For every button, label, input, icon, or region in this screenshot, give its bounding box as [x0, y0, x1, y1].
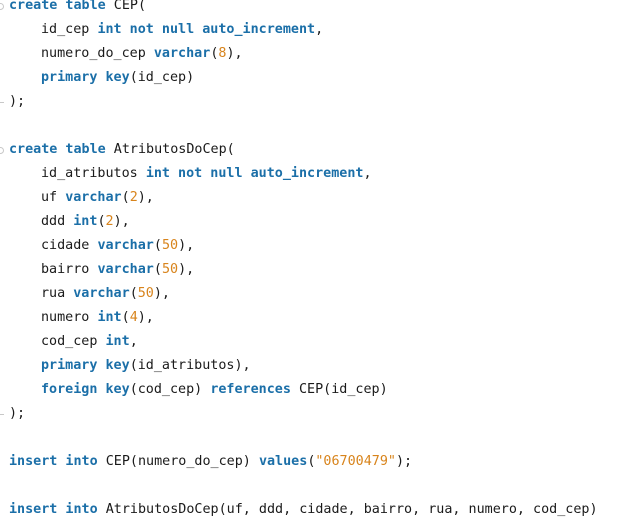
code-line[interactable]: bairro varchar(50), [0, 258, 633, 282]
code-text: ), [137, 190, 154, 205]
code-line[interactable]: insert into CEP(numero_do_cep) values("0… [0, 450, 633, 474]
code-text: ), [226, 46, 243, 61]
sql-keyword: varchar [73, 286, 130, 301]
code-line[interactable]: foreign key(cod_cep) references CEP(id_c… [0, 378, 633, 402]
sql-keyword: create table [9, 142, 106, 157]
code-text: CEP( [105, 0, 147, 13]
sql-keyword: foreign key [41, 382, 130, 397]
sql-keyword: int not null auto_increment [145, 166, 364, 181]
code-text: ( [153, 262, 162, 277]
code-text: CEP(numero_do_cep) [97, 454, 259, 469]
code-line[interactable]: rua varchar(50), [0, 282, 633, 306]
code-text: ( [153, 238, 162, 253]
code-text: bairro [41, 262, 98, 277]
code-text: ), [113, 214, 130, 229]
code-text: (id_atributos), [129, 358, 251, 373]
code-text: AtributosDoCep( [105, 142, 235, 157]
number-literal: 50 [137, 286, 154, 301]
code-line[interactable]: insert into AtributosDoCep(uf, ddd, cida… [0, 498, 633, 522]
code-text: , [315, 22, 324, 37]
code-line[interactable]: ); [0, 90, 633, 114]
sql-keyword: references [210, 382, 291, 397]
code-line[interactable]: primary key(id_atributos), [0, 354, 633, 378]
fold-end-marker-icon [0, 90, 6, 114]
sql-keyword: insert into [9, 502, 98, 517]
code-text: ( [210, 46, 219, 61]
fold-toggle-icon[interactable] [0, 0, 6, 18]
code-text: ( [121, 310, 130, 325]
number-literal: 50 [161, 238, 179, 253]
sql-keyword: int [97, 310, 122, 325]
blank-line[interactable]: ​ [0, 114, 633, 138]
code-text: id_atributos [41, 166, 146, 181]
code-line[interactable]: numero int(4), [0, 306, 633, 330]
string-literal: "06700479" [315, 454, 396, 469]
code-text: numero [41, 310, 98, 325]
code-text: rua [41, 286, 74, 301]
code-text: AtributosDoCep(uf, ddd, cidade, bairro, … [97, 502, 598, 517]
number-literal: 50 [161, 262, 179, 277]
code-text: id_cep [41, 22, 98, 37]
number-literal: 4 [129, 310, 138, 325]
number-literal: 2 [129, 190, 138, 205]
sql-keyword: insert into [9, 454, 98, 469]
code-line[interactable]: create table CEP( [0, 0, 633, 18]
sql-keyword: varchar [97, 262, 154, 277]
code-text: , [129, 334, 138, 349]
code-line[interactable]: id_cep int not null auto_increment, [0, 18, 633, 42]
sql-keyword: create table [9, 0, 106, 13]
code-line[interactable]: primary key(id_cep) [0, 66, 633, 90]
code-text: ); [9, 406, 26, 421]
code-line[interactable]: uf varchar(2), [0, 186, 633, 210]
code-text: ), [178, 262, 195, 277]
code-text: ); [9, 94, 26, 109]
code-line[interactable]: numero_do_cep varchar(8), [0, 42, 633, 66]
code-text: ddd [41, 214, 74, 229]
code-line[interactable]: create table AtributosDoCep( [0, 138, 633, 162]
number-literal: 2 [105, 214, 114, 229]
code-text: ), [137, 310, 154, 325]
sql-keyword: int not null auto_increment [97, 22, 316, 37]
code-text: ( [97, 214, 106, 229]
code-text: ), [153, 286, 170, 301]
code-text: ( [307, 454, 316, 469]
number-literal: 8 [218, 46, 227, 61]
code-line[interactable]: ); [0, 402, 633, 426]
sql-keyword: primary key [41, 70, 130, 85]
code-text: numero_do_cep [41, 46, 154, 61]
code-text: ); [396, 454, 413, 469]
code-line[interactable]: cod_cep int, [0, 330, 633, 354]
blank-line[interactable]: ​ [0, 474, 633, 498]
fold-toggle-icon[interactable] [0, 138, 6, 162]
sql-keyword: varchar [153, 46, 211, 61]
code-text: cod_cep [41, 334, 106, 349]
blank-line[interactable]: ​ [0, 426, 633, 450]
code-text: , [363, 166, 372, 181]
code-text: CEP(id_cep) [290, 382, 388, 397]
code-line[interactable]: cidade varchar(50), [0, 234, 633, 258]
fold-end-marker-icon [0, 402, 6, 426]
sql-keyword: primary key [41, 358, 130, 373]
code-text: ( [129, 286, 138, 301]
sql-keyword: int [73, 214, 98, 229]
code-text: ( [121, 190, 130, 205]
code-text: uf [41, 190, 66, 205]
code-line[interactable]: ddd int(2), [0, 210, 633, 234]
sql-keyword: varchar [65, 190, 122, 205]
code-text: (cod_cep) [129, 382, 211, 397]
sql-keyword: values [258, 454, 308, 469]
code-text: (id_cep) [129, 70, 195, 85]
code-text: cidade [41, 238, 98, 253]
sql-keyword: varchar [97, 238, 154, 253]
code-text: ), [178, 238, 195, 253]
code-line[interactable]: id_atributos int not null auto_increment… [0, 162, 633, 186]
sql-keyword: int [105, 334, 130, 349]
